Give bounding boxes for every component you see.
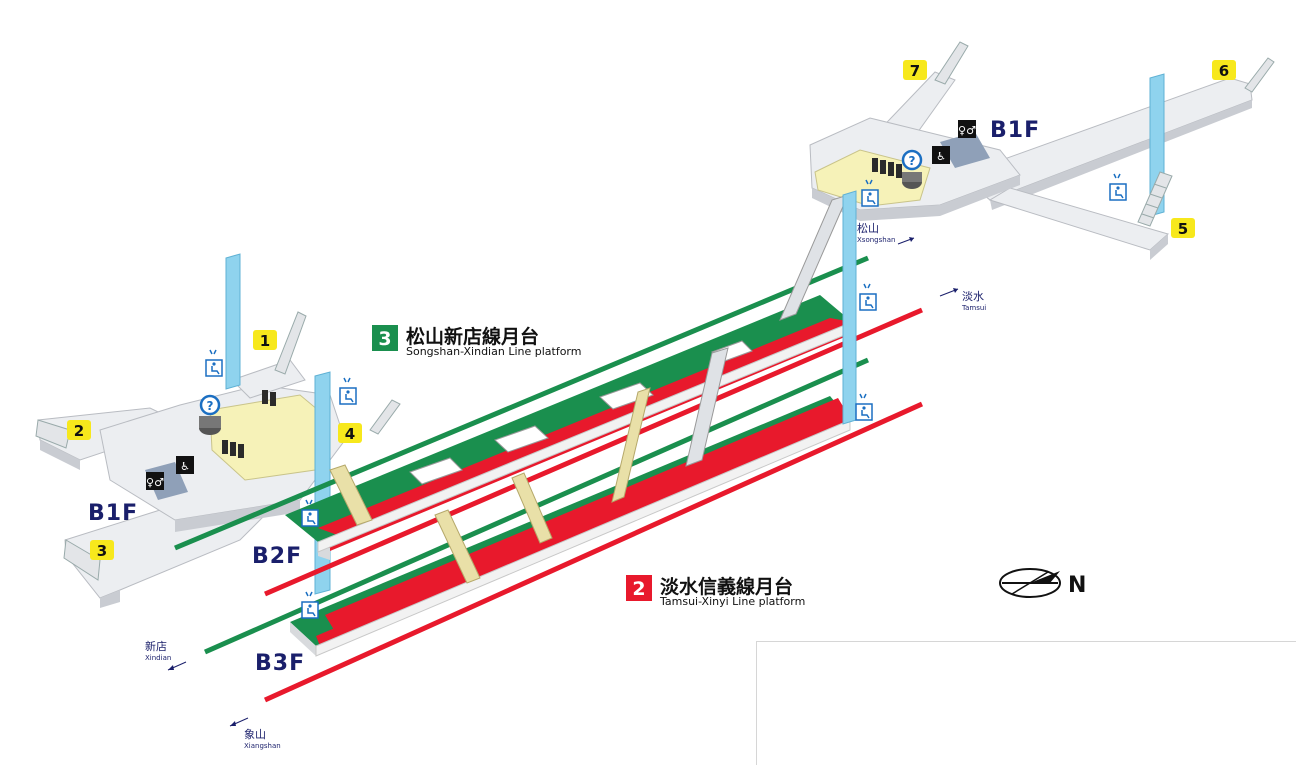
- exit-badge-6: 6: [1212, 60, 1236, 80]
- direction-en: Xsongshan: [857, 236, 895, 244]
- direction-xindian: 新店 Xindian: [145, 639, 187, 671]
- wheelchair-elevator-icon: [301, 499, 319, 527]
- exit-number: 1: [260, 332, 270, 350]
- exit-number: 2: [74, 422, 84, 440]
- information-icon: ?: [199, 394, 221, 416]
- wheelchair-elevator-icon: [339, 377, 357, 405]
- exit-badge-2: 2: [67, 420, 91, 440]
- wheelchair-elevator-icon: [859, 283, 877, 311]
- svg-text:?: ?: [909, 154, 916, 168]
- exit-badge-5: 5: [1171, 218, 1195, 238]
- wheelchair-elevator-icon: [1109, 173, 1127, 201]
- platform-b3f: [290, 396, 851, 657]
- direction-en: Xindian: [145, 654, 171, 662]
- elevator-shaft-center: [842, 190, 857, 425]
- restroom-icon: ♀♂: [958, 120, 976, 138]
- exit-number: 5: [1178, 220, 1188, 238]
- platform-name-en: Tamsui-Xinyi Line platform: [659, 595, 805, 608]
- exit-badge-3: 3: [90, 540, 114, 560]
- direction-xiangshan: 象山 Xiangshan: [229, 717, 281, 750]
- direction-cn: 象山: [244, 728, 266, 741]
- accessible-restroom-icon: ♿: [176, 456, 194, 474]
- platform-name-cn: 淡水信義線月台: [660, 575, 793, 598]
- compass: N: [999, 568, 1086, 598]
- direction-en: Tamsui: [961, 304, 986, 312]
- elevator-icons: [205, 173, 1127, 619]
- floor-label-b3f: B3F: [255, 651, 305, 676]
- exit-badge-1: 1: [253, 330, 277, 350]
- concourse-right: [809, 41, 1275, 260]
- platform-label-tamsui-xinyi: 2 淡水信義線月台 Tamsui-Xinyi Line platform: [626, 575, 805, 608]
- exit-number: 4: [345, 425, 355, 443]
- platform-name-cn: 松山新店線月台: [406, 325, 539, 348]
- floor-label-b1f-right: B1F: [990, 118, 1040, 143]
- compass-north-label: N: [1068, 573, 1086, 598]
- direction-cn: 新店: [145, 639, 167, 653]
- wheelchair-elevator-icon: [861, 179, 879, 207]
- platform-name-en: Songshan-Xindian Line platform: [406, 345, 581, 358]
- direction-en: Xiangshan: [244, 742, 281, 750]
- direction-cn: 淡水: [962, 290, 984, 303]
- svg-text:♀♂: ♀♂: [958, 124, 976, 137]
- svg-text:♿: ♿: [180, 460, 190, 473]
- svg-text:♿: ♿: [936, 150, 946, 163]
- direction-songshan: 松山 Xsongshan: [857, 221, 915, 245]
- direction-tamsui: 淡水 Tamsui: [939, 288, 986, 312]
- wheelchair-elevator-icon: [205, 349, 223, 377]
- accessible-restroom-icon: ♿: [932, 146, 950, 164]
- platform-number: 2: [632, 578, 645, 600]
- blank-panel: [756, 641, 1296, 765]
- platform-number: 3: [378, 328, 391, 350]
- svg-text:?: ?: [207, 399, 214, 413]
- platform-label-songshan-xindian: 3 松山新店線月台 Songshan-Xindian Line platform: [372, 325, 581, 358]
- exit-badge-4: 4: [338, 423, 362, 443]
- direction-cn: 松山: [857, 221, 879, 235]
- wheelchair-elevator-icon: [855, 393, 873, 421]
- inter-level-stairs: [329, 194, 849, 584]
- wheelchair-elevator-icon: [301, 591, 319, 619]
- floor-label-b1f-left: B1F: [88, 501, 138, 526]
- exit-number: 7: [910, 62, 920, 80]
- floor-label-b2f: B2F: [252, 544, 302, 569]
- exit-number: 3: [97, 542, 107, 560]
- information-icon: ?: [901, 149, 923, 171]
- exit-badge-7: 7: [903, 60, 927, 80]
- restroom-icon: ♀♂: [146, 472, 164, 490]
- svg-text:♀♂: ♀♂: [146, 476, 164, 489]
- exit-number: 6: [1219, 62, 1229, 80]
